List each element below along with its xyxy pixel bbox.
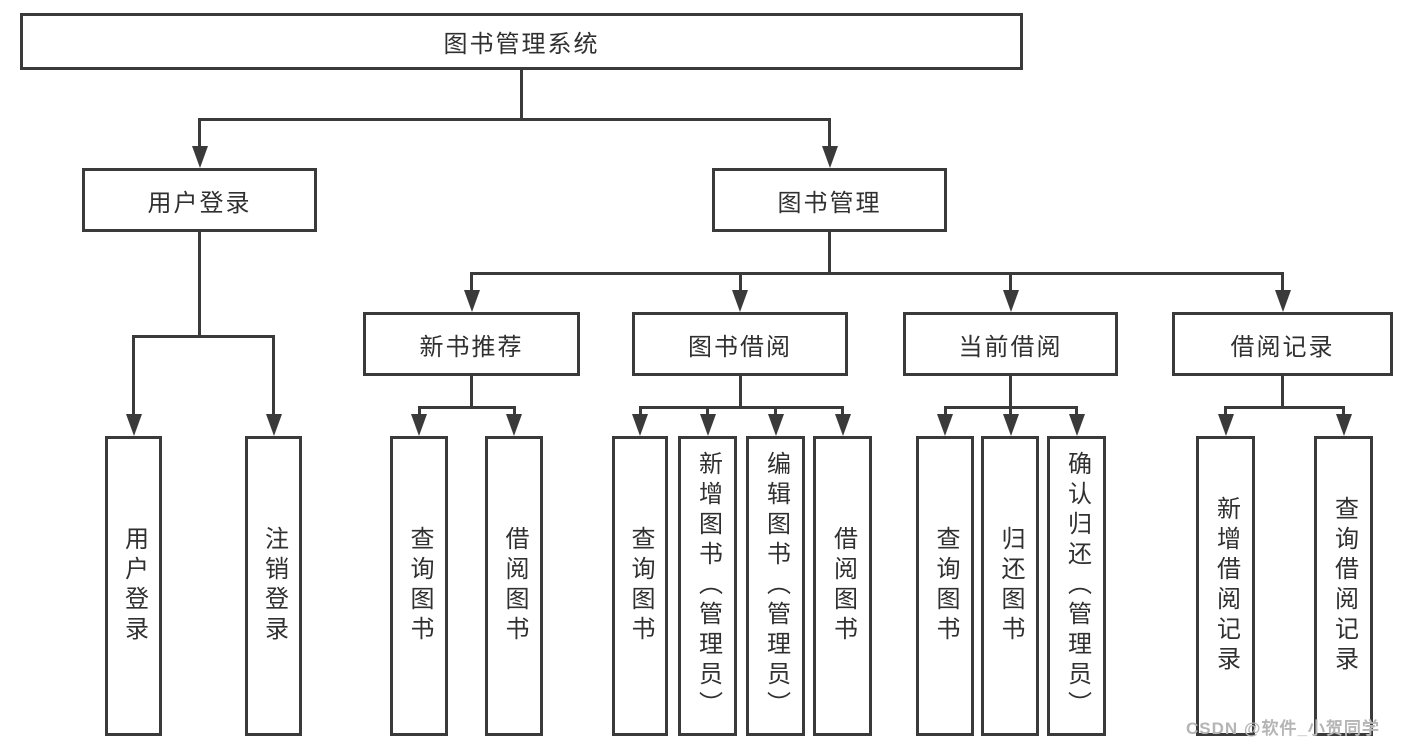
node-current-borrow: 当前借阅: [903, 312, 1118, 376]
connector-line: [470, 376, 473, 409]
node-leaf-query-book-2: 查询图书: [612, 436, 668, 736]
connector-line: [470, 271, 1284, 275]
node-leaf-borrow-book-2: 借阅图书: [813, 436, 872, 736]
connector-line: [512, 407, 516, 418]
node-book-borrow: 图书借阅: [632, 312, 848, 376]
connector-line: [520, 70, 523, 121]
connector-line: [198, 232, 201, 338]
node-leaf-query-book-1: 查询图书: [390, 436, 448, 736]
connector-line: [198, 117, 831, 121]
connector-line: [132, 336, 135, 418]
connector-line: [1281, 273, 1284, 294]
connector-arrowhead: [1002, 290, 1019, 312]
connector-line: [1342, 407, 1345, 418]
connector-line: [198, 119, 201, 150]
node-leaf-add-borrow-record: 新增借阅记录: [1196, 436, 1255, 736]
connector-arrowhead: [1217, 414, 1234, 436]
connector-line: [272, 336, 275, 418]
connector-line: [417, 405, 516, 409]
connector-arrowhead: [125, 414, 142, 436]
connector-line: [417, 407, 421, 418]
connector-arrowhead: [506, 414, 522, 436]
connector-line: [1075, 407, 1078, 418]
connector-line: [774, 407, 777, 418]
connector-arrowhead: [937, 414, 953, 436]
connector-arrowhead: [191, 146, 208, 168]
connector-arrowhead: [463, 290, 480, 312]
connector-arrowhead: [1274, 290, 1291, 312]
connector-line: [738, 376, 742, 409]
connector-arrowhead: [265, 414, 282, 436]
node-system: 图书管理系统: [20, 13, 1023, 70]
connector-line: [738, 273, 742, 294]
node-leaf-logout: 注销登录: [245, 436, 302, 736]
connector-line: [841, 407, 844, 418]
connector-arrowhead: [821, 146, 838, 168]
connector-line: [1281, 376, 1284, 409]
connector-line: [1009, 273, 1012, 294]
connector-arrowhead: [632, 414, 648, 436]
node-leaf-user-login: 用户登录: [105, 436, 162, 736]
connector-line: [1009, 407, 1012, 418]
node-leaf-add-book: 新增图书（管理员）: [678, 436, 737, 736]
connector-arrowhead: [1068, 414, 1085, 436]
node-user-login: 用户登录: [82, 168, 317, 232]
node-leaf-borrow-book-1: 借阅图书: [485, 436, 543, 736]
connector-line: [828, 232, 831, 275]
connector-line: [1224, 405, 1345, 409]
connector-arrowhead: [732, 290, 748, 312]
node-leaf-query-book-3: 查询图书: [916, 436, 974, 736]
connector-line: [638, 407, 642, 418]
node-new-book-recommend: 新书推荐: [363, 312, 580, 376]
node-leaf-query-borrow-record: 查询借阅记录: [1314, 436, 1373, 736]
node-leaf-return-book: 归还图书: [981, 436, 1039, 736]
connector-line: [828, 119, 831, 150]
connector-arrowhead: [1335, 414, 1352, 436]
connector-arrowhead: [699, 414, 716, 436]
connector-line: [638, 405, 844, 409]
node-leaf-edit-book: 编辑图书（管理员）: [746, 436, 805, 736]
connector-line: [706, 407, 709, 418]
connector-line: [470, 273, 473, 294]
node-borrow-records: 借阅记录: [1172, 312, 1393, 376]
csdn-watermark: CSDN @软件_小贺同学: [1186, 719, 1380, 738]
connector-arrowhead: [1002, 414, 1019, 436]
connector-arrowhead: [411, 414, 427, 436]
connector-arrowhead: [834, 414, 851, 436]
connector-arrowhead: [767, 414, 784, 436]
node-leaf-confirm-return: 确认归还（管理员）: [1047, 436, 1106, 736]
connector-line: [943, 407, 947, 418]
node-book-management: 图书管理: [712, 168, 947, 232]
connector-line: [132, 334, 275, 338]
connector-line: [1009, 376, 1012, 409]
connector-line: [1224, 407, 1227, 418]
